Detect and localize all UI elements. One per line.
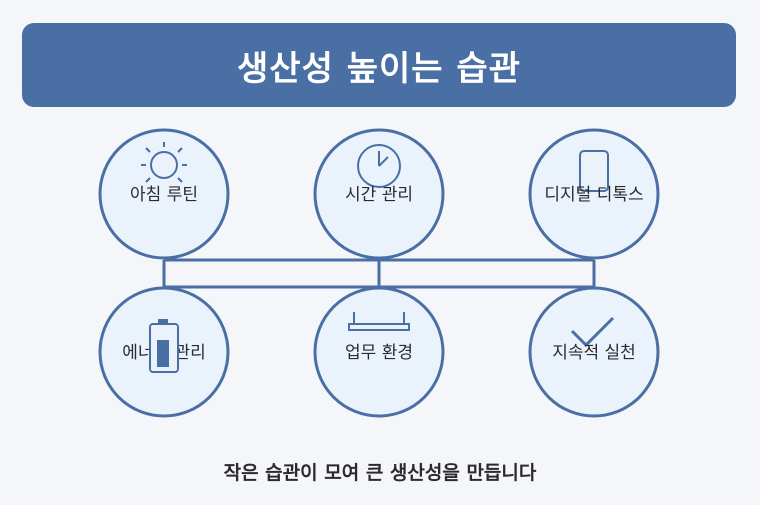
connectors bbox=[162, 258, 596, 289]
desk-icon bbox=[348, 312, 410, 331]
node-label-continuous-practice: 지속적 실천 bbox=[552, 343, 636, 363]
footer-caption: 작은 습관이 모여 큰 생산성을 만듭니다 bbox=[223, 462, 537, 484]
page-title: 생산성 높이는 습관 bbox=[237, 48, 521, 89]
battery-icon bbox=[149, 319, 179, 373]
node-morning-routine: 아침 루틴 bbox=[98, 128, 230, 260]
clock-icon bbox=[357, 144, 401, 188]
node-work-environment: 업무 환경 bbox=[313, 286, 445, 418]
node-label-digital-detox: 디지털 디톡스 bbox=[544, 185, 643, 205]
node-label-time-management: 시간 관리 bbox=[345, 185, 413, 205]
node-digital-detox: 디지털 디톡스 bbox=[528, 128, 660, 260]
title-banner: 생산성 높이는 습관 bbox=[22, 23, 736, 107]
node-time-management: 시간 관리 bbox=[313, 128, 445, 260]
node-continuous-practice: 지속적 실천 bbox=[528, 286, 660, 418]
sun-icon bbox=[141, 142, 187, 183]
node-label-morning-routine: 아침 루틴 bbox=[130, 185, 198, 205]
node-energy-management: 에너지 관리 bbox=[98, 286, 230, 418]
node-label-work-environment: 업무 환경 bbox=[345, 343, 413, 363]
checkmark-icon bbox=[570, 316, 615, 348]
phone-icon bbox=[579, 150, 609, 192]
